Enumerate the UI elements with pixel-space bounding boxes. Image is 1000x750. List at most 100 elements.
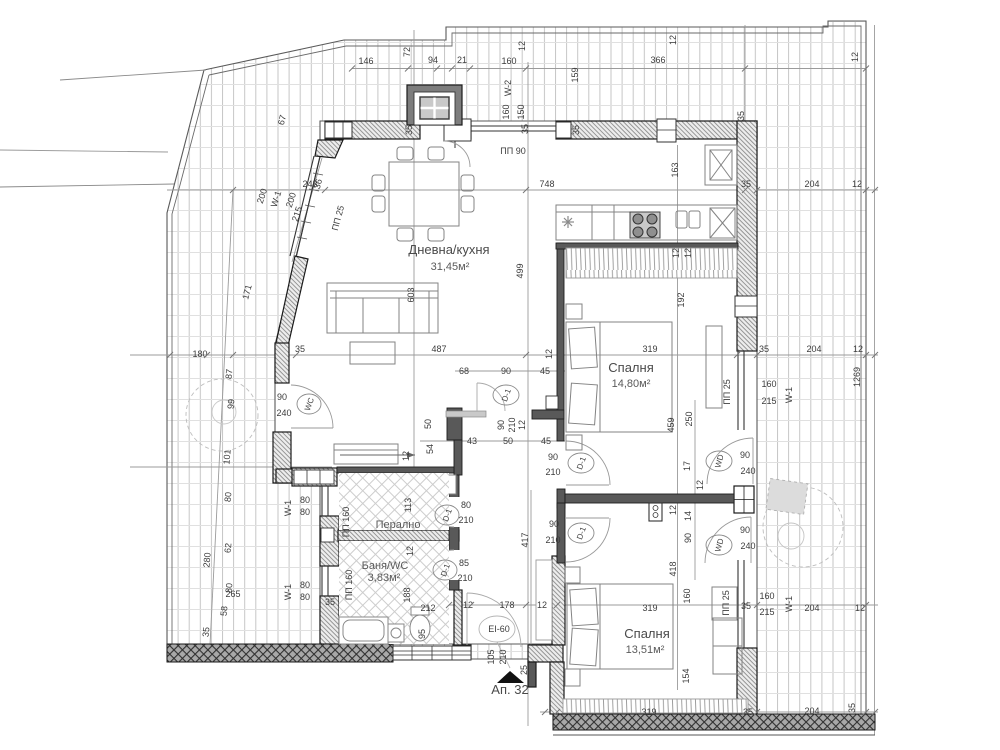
svg-text:12: 12 — [683, 248, 693, 258]
svg-text:Спалня: Спалня — [624, 626, 669, 641]
svg-text:204: 204 — [804, 603, 819, 613]
svg-text:Баня/WC: Баня/WC — [362, 560, 409, 572]
svg-text:14: 14 — [683, 511, 693, 521]
svg-text:D-1: D-1 — [575, 455, 588, 471]
svg-text:178: 178 — [499, 600, 514, 610]
svg-text:ПП 25: ПП 25 — [721, 590, 731, 615]
svg-text:210: 210 — [498, 649, 508, 664]
svg-text:12: 12 — [405, 546, 415, 556]
svg-text:171: 171 — [240, 283, 254, 300]
svg-text:160: 160 — [761, 379, 776, 389]
svg-text:17: 17 — [682, 461, 692, 471]
svg-text:12: 12 — [517, 41, 527, 51]
svg-text:250: 250 — [684, 411, 694, 426]
svg-text:12: 12 — [668, 35, 678, 45]
svg-text:90: 90 — [496, 420, 506, 430]
svg-text:12: 12 — [463, 600, 473, 610]
svg-text:35: 35 — [741, 601, 751, 611]
svg-text:240: 240 — [276, 408, 291, 418]
svg-text:35: 35 — [520, 124, 530, 134]
svg-text:D-1: D-1 — [441, 507, 454, 523]
svg-text:35: 35 — [759, 344, 769, 354]
svg-text:210: 210 — [507, 417, 517, 432]
svg-text:45: 45 — [541, 436, 551, 446]
svg-text:204: 204 — [806, 344, 821, 354]
svg-text:Ап. 32: Ап. 32 — [491, 682, 528, 697]
svg-text:95: 95 — [417, 629, 427, 639]
svg-text:35: 35 — [295, 344, 305, 354]
svg-text:160: 160 — [759, 591, 774, 601]
svg-text:192: 192 — [676, 292, 686, 307]
svg-text:80: 80 — [223, 492, 234, 503]
svg-text:35: 35 — [847, 703, 857, 713]
svg-text:80: 80 — [461, 500, 471, 510]
svg-text:459: 459 — [666, 417, 676, 432]
svg-text:90: 90 — [683, 533, 693, 543]
svg-text:210: 210 — [545, 467, 560, 477]
svg-text:90: 90 — [277, 392, 287, 402]
svg-text:67: 67 — [276, 114, 288, 126]
svg-text:43: 43 — [467, 436, 477, 446]
svg-text:243: 243 — [302, 179, 317, 189]
svg-text:D-1: D-1 — [439, 562, 452, 578]
svg-text:265: 265 — [225, 589, 240, 599]
svg-text:90: 90 — [740, 525, 750, 535]
svg-text:12: 12 — [855, 603, 865, 613]
svg-text:EI-60: EI-60 — [488, 624, 510, 634]
svg-text:3,83м²: 3,83м² — [368, 572, 401, 584]
svg-text:99: 99 — [226, 399, 237, 410]
svg-text:W-1: W-1 — [784, 387, 794, 403]
svg-text:35: 35 — [571, 125, 581, 135]
svg-text:50: 50 — [503, 436, 513, 446]
svg-text:ПП 90: ПП 90 — [500, 146, 525, 156]
svg-text:ПП 160: ПП 160 — [341, 507, 351, 537]
svg-text:12: 12 — [695, 480, 705, 490]
svg-text:W-1: W-1 — [283, 500, 293, 516]
svg-text:240: 240 — [740, 466, 755, 476]
svg-text:12: 12 — [850, 52, 860, 62]
svg-text:35: 35 — [736, 111, 746, 121]
svg-text:366: 366 — [650, 55, 665, 65]
svg-text:35: 35 — [404, 125, 414, 135]
svg-text:215: 215 — [290, 205, 304, 222]
svg-text:319: 319 — [642, 603, 657, 613]
svg-text:72: 72 — [402, 47, 412, 57]
svg-text:80: 80 — [300, 592, 310, 602]
svg-text:W-2: W-2 — [503, 80, 513, 96]
svg-text:36: 36 — [312, 178, 324, 190]
svg-text:WD: WD — [713, 537, 725, 552]
svg-text:188: 188 — [402, 587, 412, 602]
svg-text:58: 58 — [219, 606, 230, 617]
svg-text:D-1: D-1 — [575, 525, 588, 541]
svg-text:210: 210 — [458, 515, 473, 525]
svg-text:150: 150 — [516, 104, 526, 119]
svg-text:210: 210 — [457, 573, 472, 583]
svg-text:180: 180 — [192, 349, 207, 359]
svg-text:240: 240 — [740, 541, 755, 551]
svg-text:280: 280 — [201, 552, 212, 568]
svg-text:1269: 1269 — [852, 367, 862, 387]
svg-text:154: 154 — [681, 668, 691, 683]
svg-text:418: 418 — [668, 561, 678, 576]
svg-text:215: 215 — [761, 396, 776, 406]
svg-text:13,51м²: 13,51м² — [626, 644, 665, 656]
svg-text:68: 68 — [459, 366, 469, 376]
svg-text:146: 146 — [358, 56, 373, 66]
svg-text:Дневна/кухня: Дневна/кухня — [408, 242, 489, 257]
svg-text:748: 748 — [539, 179, 554, 189]
svg-text:113: 113 — [403, 498, 413, 512]
svg-text:12: 12 — [537, 600, 547, 610]
svg-text:Перално: Перално — [376, 519, 421, 531]
svg-text:WD: WD — [713, 453, 725, 468]
svg-text:12: 12 — [517, 420, 527, 430]
svg-text:105: 105 — [486, 649, 496, 664]
svg-text:D-1: D-1 — [500, 387, 513, 403]
svg-text:90: 90 — [501, 366, 511, 376]
svg-text:212: 212 — [420, 603, 435, 613]
svg-text:12: 12 — [671, 248, 681, 258]
svg-text:210: 210 — [545, 535, 560, 545]
svg-text:417: 417 — [520, 532, 530, 547]
svg-text:90: 90 — [740, 450, 750, 460]
svg-text:12: 12 — [544, 349, 554, 359]
svg-text:31,45м²: 31,45м² — [431, 261, 470, 273]
